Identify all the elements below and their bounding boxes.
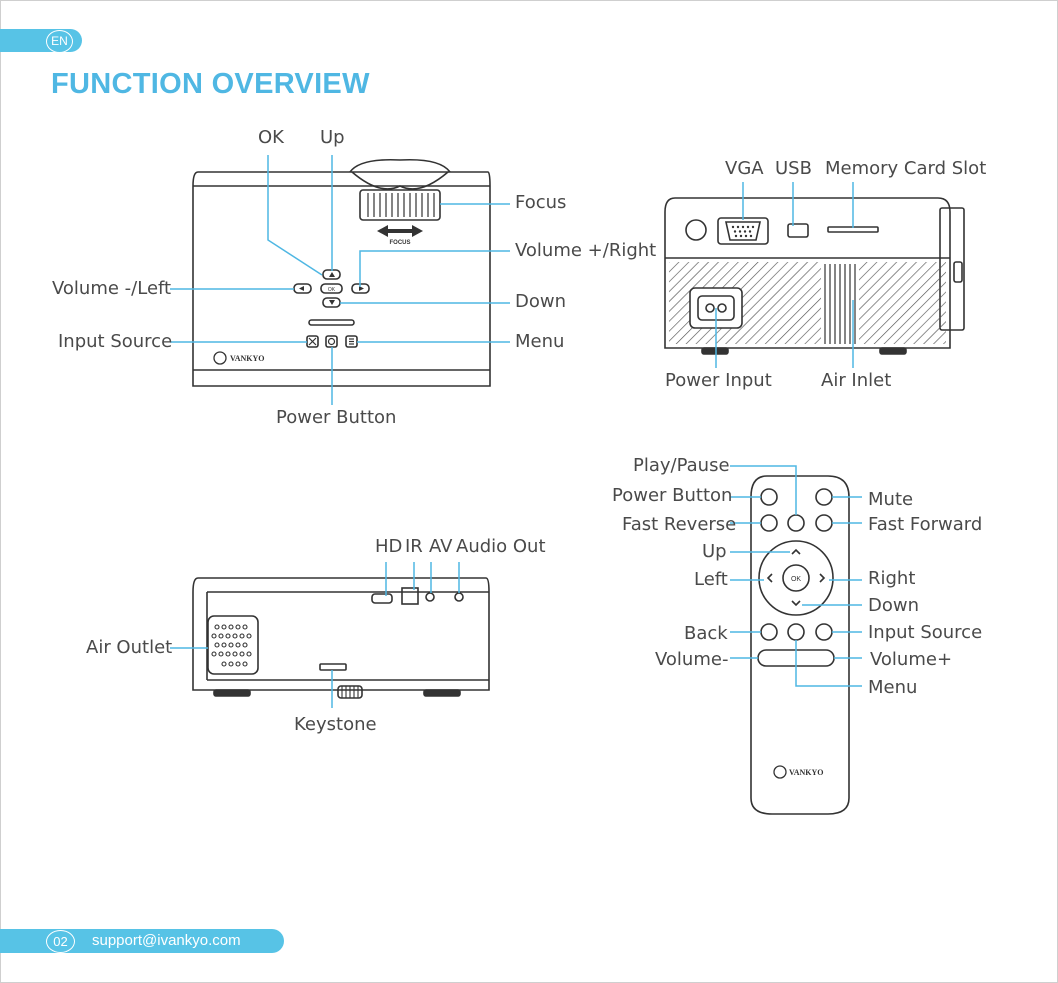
label-down: Down <box>515 291 567 312</box>
label-memory-card-slot: Memory Card Slot <box>825 158 987 179</box>
label-input-source: Input Source <box>58 331 173 352</box>
label-av: AV <box>429 536 453 557</box>
label-air-inlet: Air Inlet <box>821 370 892 391</box>
label-remote-power-button: Power Button <box>612 485 733 506</box>
label-volume-minus: Volume- <box>655 649 729 670</box>
label-vga: VGA <box>725 158 764 179</box>
page-number: 02 <box>46 930 75 953</box>
top-leader-lines <box>170 155 510 405</box>
label-play-pause: Play/Pause <box>633 455 730 476</box>
projector-top-view <box>192 158 491 387</box>
remote-brand-logo-text: VANKYO <box>789 768 824 777</box>
label-focus: Focus <box>515 192 567 213</box>
label-remote-input-source: Input Source <box>868 622 983 643</box>
label-remote-menu: Menu <box>868 677 918 698</box>
focus-printed-text: FOCUS <box>390 240 411 246</box>
label-volume-left: Volume -/Left <box>52 278 172 299</box>
label-back: Back <box>684 623 728 644</box>
remote-ok-key-text: OK <box>791 576 801 583</box>
label-volume-plus: Volume+ <box>870 649 953 670</box>
label-fast-reverse: Fast Reverse <box>622 514 737 535</box>
label-up: Up <box>320 127 345 148</box>
language-badge: EN <box>46 30 73 53</box>
label-air-outlet: Air Outlet <box>86 637 173 658</box>
focus-wheel <box>359 189 441 221</box>
label-ir: IR <box>405 536 423 557</box>
label-usb: USB <box>775 158 812 179</box>
brand-logo-text: VANKYO <box>230 354 265 363</box>
label-keystone: Keystone <box>294 714 377 735</box>
ok-key-text: OK <box>328 287 336 293</box>
remote-leader-lines <box>730 465 862 687</box>
label-hd: HD <box>375 536 403 557</box>
side-leader-lines <box>170 562 460 708</box>
rear-leader-lines <box>715 182 854 368</box>
label-remote-up: Up <box>702 541 727 562</box>
label-ok: OK <box>258 127 284 148</box>
label-remote-right: Right <box>868 568 916 589</box>
label-fast-forward: Fast Forward <box>868 514 983 535</box>
label-menu: Menu <box>515 331 565 352</box>
support-email: support@ivankyo.com <box>92 932 241 949</box>
projector-rear-view <box>664 197 965 355</box>
remote-control <box>750 475 850 815</box>
projector-side-view <box>192 577 490 699</box>
label-mute: Mute <box>868 489 914 510</box>
label-audio-out: Audio Out <box>456 536 546 557</box>
label-power-button: Power Button <box>276 407 397 428</box>
label-remote-left: Left <box>694 569 728 590</box>
label-power-input: Power Input <box>665 370 772 391</box>
label-volume-right: Volume +/Right <box>515 240 657 261</box>
page-title: FUNCTION OVERVIEW <box>51 68 370 100</box>
label-remote-down: Down <box>868 595 920 616</box>
